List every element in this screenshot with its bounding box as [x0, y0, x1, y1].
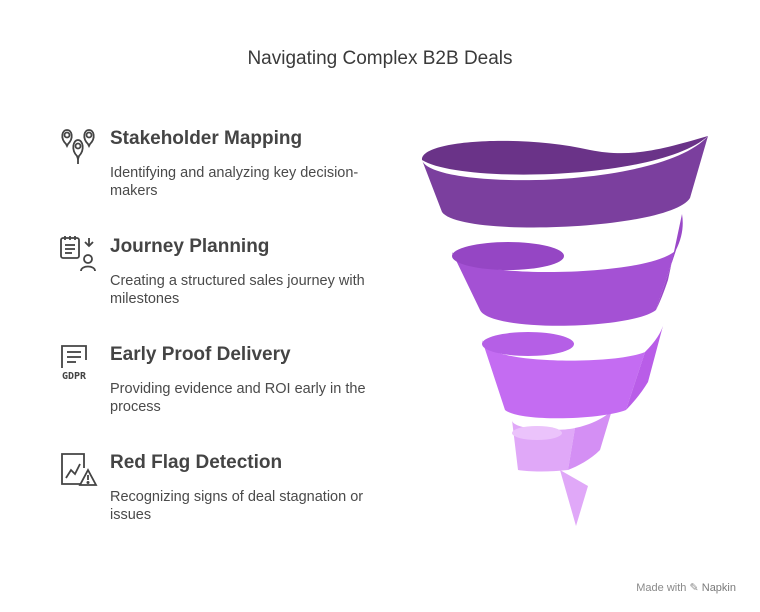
step-heading: Stakeholder Mapping: [110, 128, 303, 149]
map-pins-icon: [61, 129, 95, 164]
page-title: Navigating Complex B2B Deals: [247, 48, 513, 69]
step-heading: Red Flag Detection: [110, 452, 283, 473]
spiral-funnel-graphic: [421, 136, 708, 526]
step-description: Identifying and analyzing key decision-m…: [110, 165, 359, 199]
napkin-logo-icon: ✎: [689, 582, 699, 594]
funnel-tier-2: [452, 250, 676, 326]
step-description: Creating a structured sales journey with…: [110, 273, 365, 307]
funnel-tail: [560, 470, 588, 526]
step-description: Providing evidence and ROI early in the …: [110, 381, 366, 415]
funnel-ribbon-3: [626, 322, 664, 410]
svg-text:GDPR: GDPR: [62, 371, 87, 382]
checklist-person-icon: [60, 236, 96, 272]
gdpr-document-icon: GDPR: [61, 345, 87, 382]
footer-attribution[interactable]: Made with ✎ Napkin: [636, 581, 736, 594]
funnel-tier-3: [482, 340, 645, 419]
funnel-tier-4-top: [512, 426, 562, 440]
made-with-label: Made with: [636, 582, 687, 594]
step-description: Recognizing signs of deal stagnation or …: [110, 489, 364, 523]
funnel-ribbon-2: [656, 214, 683, 310]
funnel-tier-2-top: [452, 242, 564, 270]
chart-warning-icon: [61, 453, 98, 486]
funnel-tier-1-top: [421, 136, 708, 175]
funnel-ribbon-4: [568, 410, 612, 470]
funnel-tier-1: [422, 136, 708, 228]
brand-name: Napkin: [701, 582, 736, 594]
funnel-tier-3-top: [482, 332, 574, 356]
step-heading: Journey Planning: [110, 236, 270, 257]
step-heading: Early Proof Delivery: [110, 344, 291, 365]
